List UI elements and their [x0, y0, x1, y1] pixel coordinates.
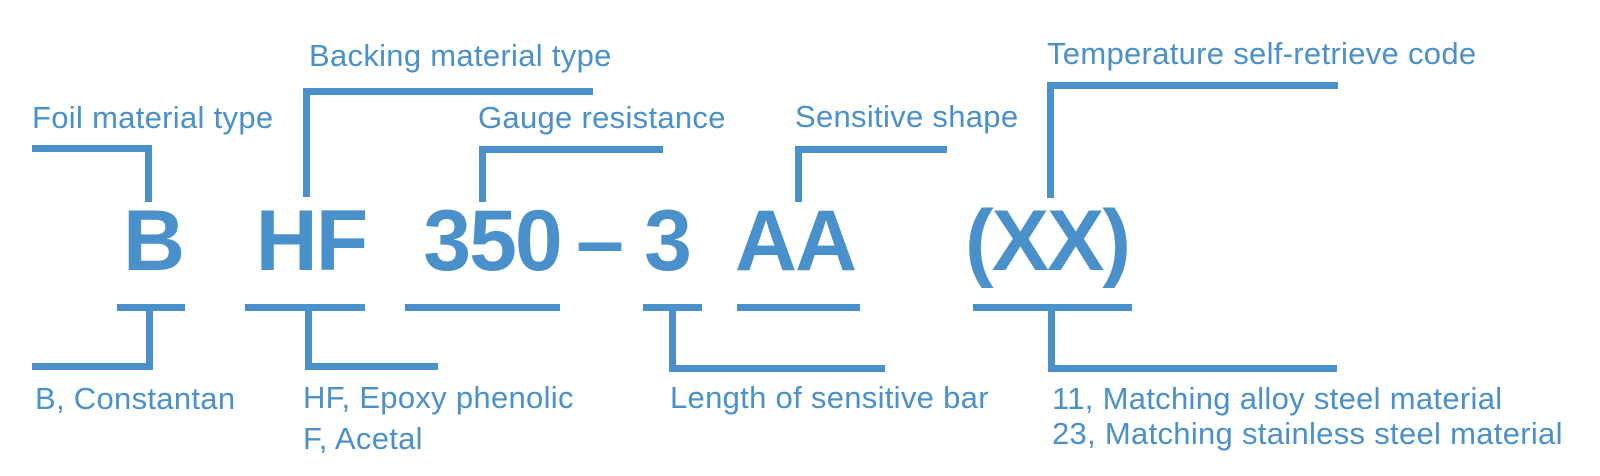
code-shape: AA — [734, 193, 857, 289]
desc-foil: B, Constantan — [35, 381, 236, 416]
underline-shape — [737, 304, 860, 311]
gauge-bracket-vertical — [479, 146, 486, 202]
label-gauge-resistance: Gauge resistance — [478, 100, 726, 135]
underline-backing — [245, 304, 365, 311]
code-resistance: 350 — [423, 193, 562, 289]
underline-length — [643, 304, 702, 311]
sensitive-bracket-vertical — [795, 146, 802, 202]
desc-temperature-line1: 11, Matching alloy steel material — [1052, 381, 1503, 416]
underline-temperature — [973, 304, 1132, 311]
temperature-bracket-horizontal — [1047, 82, 1338, 89]
code-separator: – — [576, 193, 624, 289]
gauge-bracket-horizontal — [479, 146, 663, 153]
foil-desc-line — [32, 363, 153, 370]
foil-bracket-horizontal — [32, 145, 152, 152]
desc-temperature-line2: 23, Matching stainless steel material — [1052, 416, 1563, 451]
backing-bracket-horizontal — [303, 88, 593, 95]
code-foil: B — [122, 193, 185, 289]
label-backing-material-type: Backing material type — [309, 38, 612, 73]
backing-desc-line — [305, 363, 438, 370]
underline-foil — [117, 304, 185, 311]
label-sensitive-shape: Sensitive shape — [795, 99, 1019, 134]
sensitive-bracket-horizontal — [795, 146, 947, 153]
temperature-desc-line — [1048, 365, 1337, 372]
temperature-bracket-vertical — [1047, 82, 1054, 198]
label-temperature-self-retrieve-code: Temperature self-retrieve code — [1047, 36, 1477, 71]
label-foil-material-type: Foil material type — [32, 100, 274, 135]
backing-desc-stem — [305, 311, 312, 367]
temperature-desc-stem — [1048, 311, 1055, 369]
foil-bracket-vertical — [145, 145, 152, 202]
desc-backing-line1: HF, Epoxy phenolic — [303, 380, 574, 415]
foil-desc-stem — [146, 311, 153, 367]
desc-backing-line2: F, Acetal — [303, 421, 423, 456]
underline-resistance — [405, 304, 560, 311]
backing-bracket-vertical — [303, 88, 310, 197]
code-temperature: (XX) — [965, 193, 1131, 289]
length-desc-stem — [669, 311, 676, 369]
code-backing: HF — [255, 193, 369, 289]
code-length: 3 — [644, 193, 692, 289]
desc-length: Length of sensitive bar — [670, 380, 989, 415]
length-desc-line — [669, 365, 885, 372]
